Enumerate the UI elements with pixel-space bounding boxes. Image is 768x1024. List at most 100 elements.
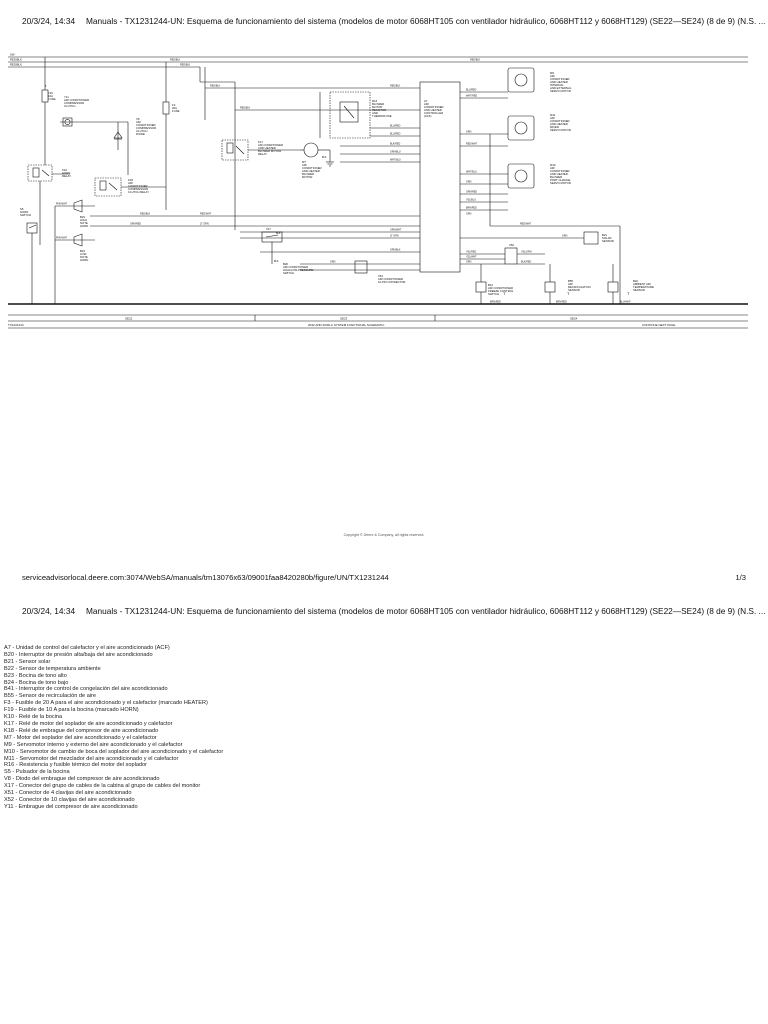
legend-item: M11 - Servomotor del mezclador del aire … bbox=[4, 755, 179, 762]
svg-text:YEL/RED: YEL/RED bbox=[466, 251, 477, 254]
svg-text:BLK: BLK bbox=[322, 156, 327, 159]
svg-text:LT GRN: LT GRN bbox=[390, 235, 399, 238]
header-timestamp: 20/3/24, 14:34 bbox=[22, 606, 76, 616]
page-header: 20/3/24, 14:34 Manuals - TX1231244-UN: Es… bbox=[22, 16, 765, 26]
header-title: Manuals - TX1231244-UN: Esquema de funci… bbox=[86, 16, 766, 26]
svg-text:T: T bbox=[503, 291, 506, 296]
svg-text:BLU/RED: BLU/RED bbox=[390, 133, 401, 136]
left-wire-labels: SW RED/BLK RED/BLK bbox=[10, 53, 22, 67]
svg-text:BLK/RED: BLK/RED bbox=[390, 143, 401, 146]
svg-text:T: T bbox=[627, 291, 630, 296]
svg-text:GRN/RED: GRN/RED bbox=[466, 191, 477, 194]
svg-text:T: T bbox=[45, 84, 47, 88]
svg-text:RED/BLK: RED/BLK bbox=[470, 59, 481, 62]
legend-item: X52 - Conector de 10 clavijas del aire a… bbox=[4, 796, 135, 803]
svg-text:YEL/BLU: YEL/BLU bbox=[466, 199, 476, 202]
svg-text:YEL/WHT: YEL/WHT bbox=[466, 256, 477, 259]
label-x17: X17 bbox=[266, 227, 271, 231]
svg-text:ORN: ORN bbox=[466, 213, 472, 216]
svg-text:BLK/RED: BLK/RED bbox=[521, 261, 532, 264]
svg-text:PNK/WHT: PNK/WHT bbox=[56, 203, 68, 206]
legend-item: B20 - Interruptor de presión alta/baja d… bbox=[4, 651, 153, 658]
svg-text:ORN/BLK: ORN/BLK bbox=[390, 249, 401, 252]
svg-text:GRN/BLU: GRN/BLU bbox=[390, 151, 401, 154]
svg-text:BLU/RED: BLU/RED bbox=[390, 125, 401, 128]
svg-text:BLU/RED: BLU/RED bbox=[466, 89, 477, 92]
wire-label-top: SW bbox=[10, 53, 15, 57]
svg-text:GRN/WHT: GRN/WHT bbox=[390, 229, 402, 232]
legend-item: M9 - Servomotor interno y externo del ai… bbox=[4, 741, 183, 748]
section-labels: SE22 SE23 SE24 bbox=[125, 317, 578, 321]
legend-item: M7 - Motor del soplador del aire acondic… bbox=[4, 734, 157, 741]
legend-item: K18 - Relé de embrague del compresor de … bbox=[4, 727, 159, 734]
header-timestamp: 20/3/24, 14:34 bbox=[22, 16, 76, 26]
svg-text:RED/WHT: RED/WHT bbox=[466, 143, 478, 146]
svg-text:LT GRN: LT GRN bbox=[200, 223, 209, 226]
legend-item: Y11 - Embrague del compresor de aire aco… bbox=[4, 803, 138, 810]
svg-text:RED/BLK: RED/BLK bbox=[140, 213, 151, 216]
label-x52: X52 bbox=[509, 243, 514, 247]
svg-text:WHT/BLU: WHT/BLU bbox=[390, 159, 401, 162]
legend-item: B21 - Sensor solar bbox=[4, 658, 51, 665]
legend-item: K17 - Relé de motor del soplador de aire… bbox=[4, 720, 173, 727]
svg-text:RED/BLK: RED/BLK bbox=[210, 85, 221, 88]
wire-label-mid: RED/BLK bbox=[10, 58, 22, 62]
svg-text:RED/BLK: RED/BLK bbox=[180, 64, 191, 67]
svg-text:YEL/GRN: YEL/GRN bbox=[521, 251, 532, 254]
legend-item: B55 - Sensor de recirculación de aire bbox=[4, 693, 97, 700]
svg-text:GRN: GRN bbox=[562, 235, 568, 238]
copyright-notice: Copyright © Deere & Company, all rights … bbox=[343, 533, 425, 537]
legend-item: A7 - Unidad de control del calefactor y … bbox=[4, 645, 170, 651]
section-se22: SE22 bbox=[125, 317, 133, 321]
header-title: Manuals - TX1231244-UN: Esquema de funci… bbox=[86, 606, 766, 616]
svg-text:RED/BLK: RED/BLK bbox=[240, 107, 251, 110]
legend-item: S5 - Pulsador de la bocina bbox=[4, 769, 70, 776]
component-legend: A7 - Unidad de control del calefactor y … bbox=[4, 645, 744, 811]
svg-text:GRN: GRN bbox=[466, 131, 472, 134]
svg-text:BRN/RED: BRN/RED bbox=[556, 301, 567, 304]
svg-text:ORN: ORN bbox=[466, 261, 472, 264]
page-header-2: 20/3/24, 14:34 Manuals - TX1231244-UN: Es… bbox=[22, 606, 765, 616]
svg-text:BRN/RED: BRN/RED bbox=[466, 207, 477, 210]
svg-text:GRN/RED: GRN/RED bbox=[130, 223, 141, 226]
svg-text:RED/WHT: RED/WHT bbox=[200, 213, 212, 216]
svg-text:WHT/RED: WHT/RED bbox=[466, 95, 477, 98]
svg-text:RED/WHT: RED/WHT bbox=[520, 223, 532, 226]
legend-item: R16 - Resistencia y fusible térmico del … bbox=[4, 762, 148, 769]
legend-item: M10 - Servomotor de cambio de boca del s… bbox=[4, 748, 224, 755]
section-se24: SE24 bbox=[570, 317, 578, 321]
legend-item: F3 - Fusible de 20 A para el aire acondi… bbox=[4, 700, 208, 707]
svg-text:BRN/RED: BRN/RED bbox=[490, 301, 501, 304]
figure-id: TX1231244 bbox=[8, 323, 24, 327]
footer-page-number: 1/3 bbox=[735, 573, 746, 582]
svg-text:GRN: GRN bbox=[330, 261, 336, 264]
svg-text:T: T bbox=[567, 291, 570, 296]
legend-item: V8 - Diodo del embrague del compresor de… bbox=[4, 776, 160, 783]
legend-item: F19 - Fusible de 10 A para la bocina (ma… bbox=[4, 707, 139, 714]
schematic-caption: 2032 AND 2032LC SYSTEM FUNCTIONAL SCHEMA… bbox=[308, 323, 385, 327]
svg-text:BLK: BLK bbox=[276, 232, 281, 235]
svg-text:BLK: BLK bbox=[274, 260, 279, 263]
wire-label-low: RED/BLK bbox=[10, 63, 22, 67]
legend-item: K10 - Relé de la bocina bbox=[4, 714, 63, 721]
